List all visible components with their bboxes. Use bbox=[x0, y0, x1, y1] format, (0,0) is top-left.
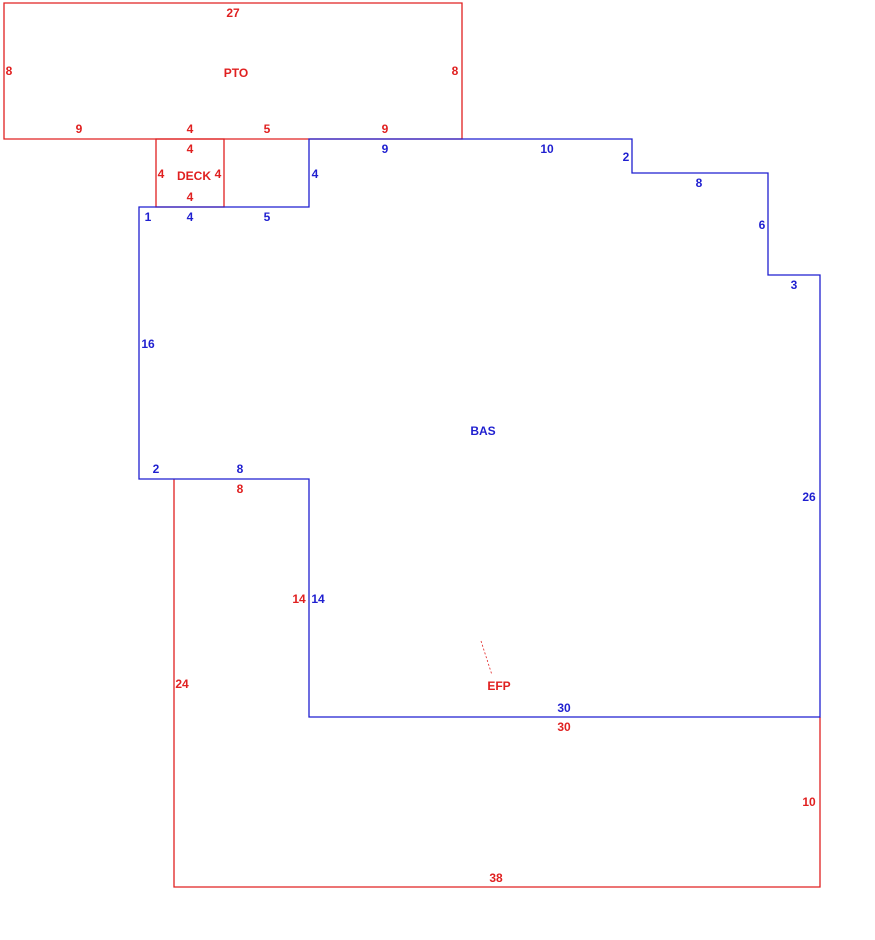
efp-dim-left-inner: 14 bbox=[292, 592, 306, 606]
bas-dim-top-a: 9 bbox=[382, 142, 389, 156]
pto-dim-left: 8 bbox=[6, 64, 13, 78]
pto-label: PTO bbox=[224, 66, 248, 80]
efp-dim-right: 10 bbox=[802, 795, 816, 809]
bas-dim-inner-step: 2 bbox=[153, 462, 160, 476]
bas-dim-top-left-c: 5 bbox=[264, 210, 271, 224]
deck-dim-left: 4 bbox=[158, 167, 165, 181]
deck-dim-right: 4 bbox=[215, 167, 222, 181]
bas-dim-inner-vertical: 14 bbox=[311, 592, 325, 606]
efp-outline bbox=[173, 479, 821, 888]
bas-dim-top-c: 8 bbox=[696, 176, 703, 190]
bas-dim-inner-top: 8 bbox=[237, 462, 244, 476]
bas-dim-right: 26 bbox=[802, 490, 816, 504]
efp-dim-left: 24 bbox=[175, 677, 189, 691]
bas-dim-left: 16 bbox=[141, 337, 155, 351]
efp-dim-top-right: 30 bbox=[557, 720, 571, 734]
pto-dim-bottom-left: 9 bbox=[76, 122, 83, 136]
deck-dim-top: 4 bbox=[187, 142, 194, 156]
bas-dim-top-b: 10 bbox=[540, 142, 554, 156]
efp-label: EFP bbox=[487, 679, 510, 693]
bas-dim-step-a: 2 bbox=[623, 150, 630, 164]
deck-dim-bottom: 4 bbox=[187, 190, 194, 204]
bas-label: BAS bbox=[470, 424, 495, 438]
efp-pointer-line bbox=[480, 640, 493, 676]
bas-dim-notch: 4 bbox=[312, 167, 319, 181]
bas-dim-bottom: 30 bbox=[557, 701, 571, 715]
efp-dim-bottom: 38 bbox=[489, 871, 503, 885]
pto-dim-bottom-right-a: 5 bbox=[264, 122, 271, 136]
efp-dim-top: 8 bbox=[237, 482, 244, 496]
pto-dim-bottom-right-b: 9 bbox=[382, 122, 389, 136]
deck-label: DECK bbox=[177, 169, 211, 183]
pto-dim-right: 8 bbox=[452, 64, 459, 78]
pto-dim-bottom-mid: 4 bbox=[187, 122, 194, 136]
bas-dim-step-b: 6 bbox=[759, 218, 766, 232]
bas-dim-step-c: 3 bbox=[791, 278, 798, 292]
pto-dim-top: 27 bbox=[226, 6, 240, 20]
bas-dim-top-left-a: 1 bbox=[145, 210, 152, 224]
bas-outline bbox=[138, 138, 821, 718]
bas-dim-top-left-b: 4 bbox=[187, 210, 194, 224]
